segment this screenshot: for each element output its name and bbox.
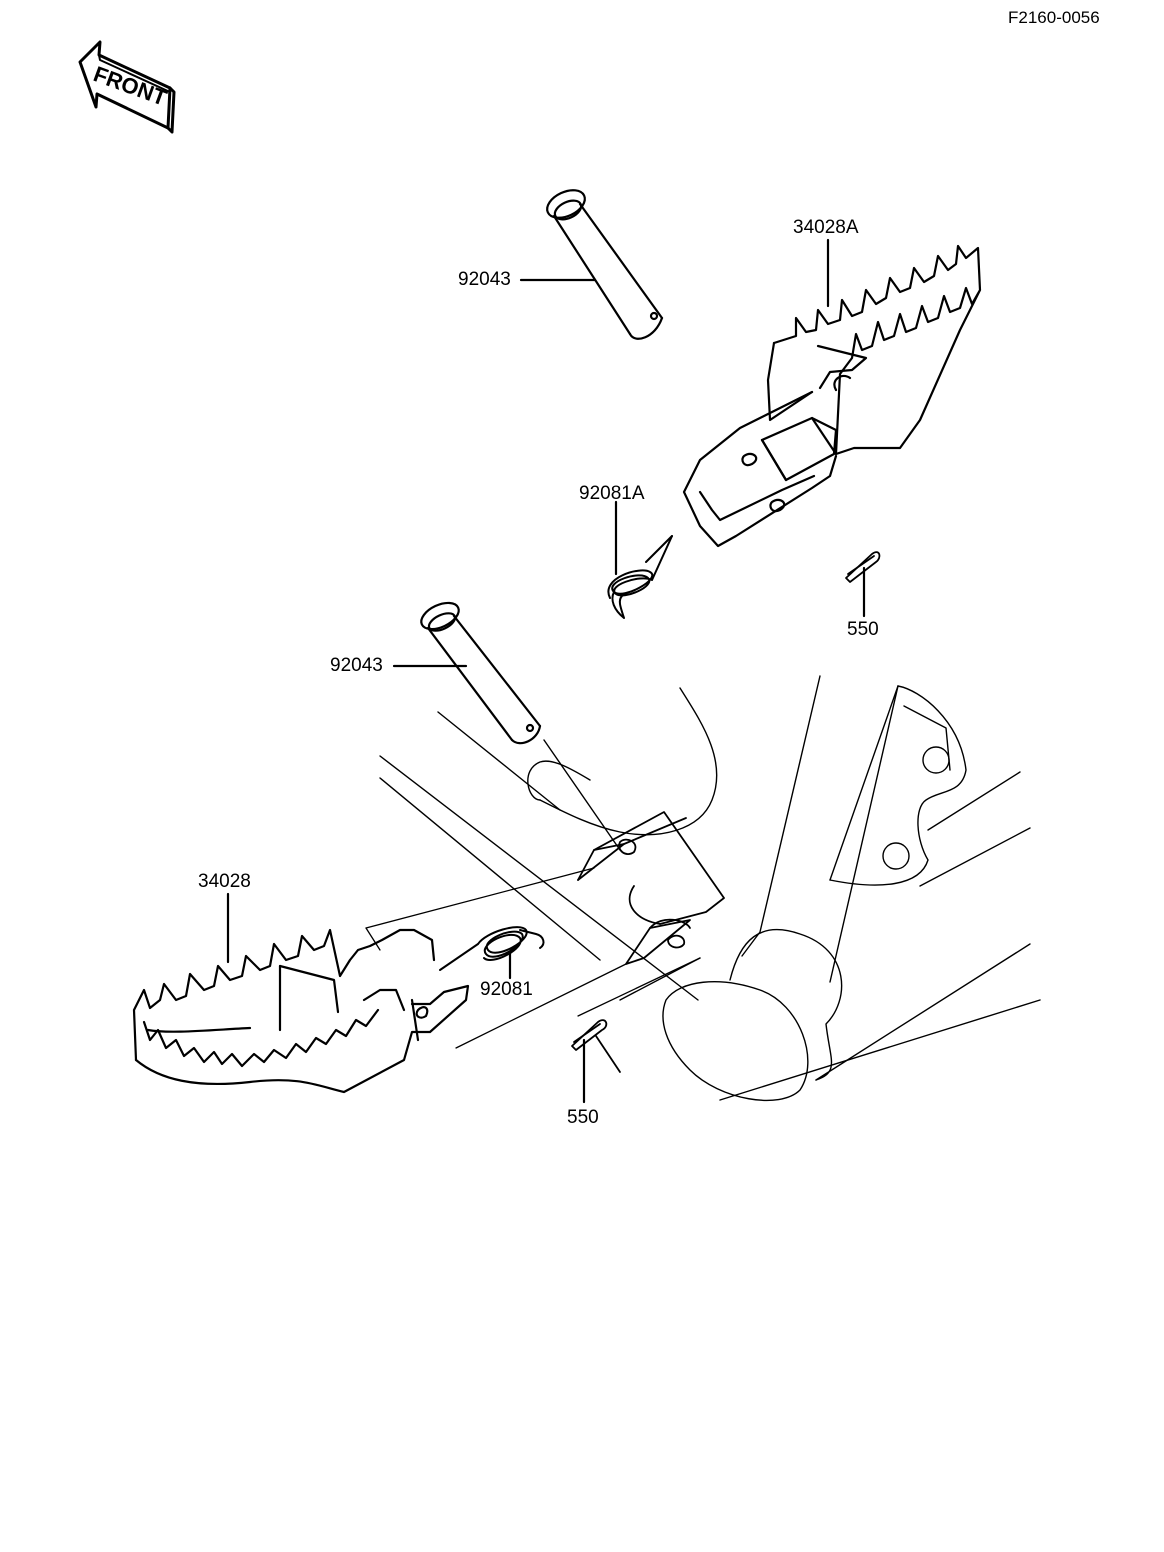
upper-pivot-pin (546, 189, 664, 340)
left-return-spring (439, 926, 545, 971)
footpeg-bracket (577, 811, 725, 965)
right-footpeg (682, 244, 982, 548)
callout-92081A: 92081A (579, 483, 645, 504)
link-line-left-peg (365, 867, 595, 929)
frame-outline (379, 675, 1041, 1102)
callout-34028: 34028 (198, 871, 251, 892)
callout-550-lower: 550 (567, 1107, 599, 1128)
front-arrow-icon: FRONT (78, 40, 176, 134)
callout-92043-lower: 92043 (330, 655, 383, 676)
lower-cotter-pin (571, 1019, 621, 1073)
callout-34028A: 34028A (793, 217, 859, 238)
upper-cotter-pin (845, 551, 881, 583)
link-line-cotter (577, 957, 701, 1017)
link-line-left-peg-2 (365, 927, 381, 951)
lower-pivot-pin (420, 601, 542, 745)
callout-92081: 92081 (480, 979, 533, 1000)
callout-92043-upper: 92043 (458, 269, 511, 290)
callout-550-upper: 550 (847, 619, 879, 640)
left-footpeg (132, 928, 470, 1094)
figure-code: F2160-0056 (1008, 8, 1100, 27)
right-return-spring (607, 535, 673, 619)
link-line-left-peg-3 (455, 963, 627, 1049)
